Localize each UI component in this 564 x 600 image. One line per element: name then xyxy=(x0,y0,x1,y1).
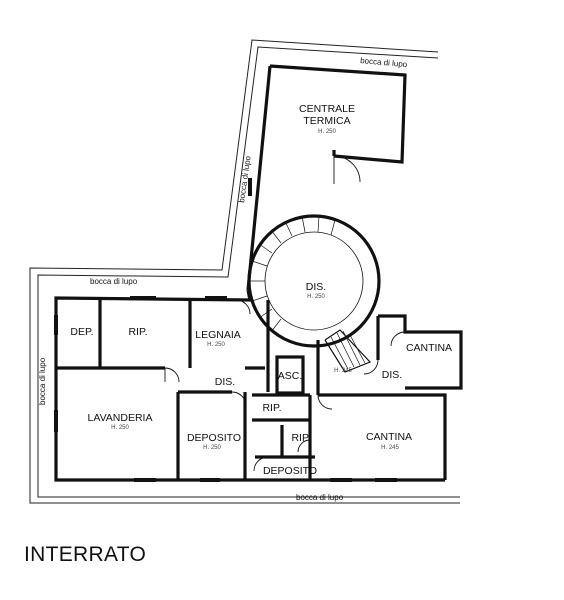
room-labels: CENTRALE TERMICA H. 250 DIS. H. 250 DEP.… xyxy=(70,103,452,477)
deposito-left-label: DEPOSITO xyxy=(187,432,241,444)
outer-boundary xyxy=(29,39,460,504)
cantina-small-label: CANTINA xyxy=(406,342,452,354)
stair-hall xyxy=(247,214,381,373)
rip-mid-label: RIP. xyxy=(262,402,281,414)
dis-stair-height: H. 250 xyxy=(307,294,325,300)
deposito-bottom-label: DEPOSITO xyxy=(263,465,317,477)
floor-caption: INTERRATO xyxy=(24,543,147,566)
h245-mid-label: H. 245 xyxy=(334,368,352,374)
bocca-top-note: bocca di lupo xyxy=(360,56,408,69)
legnaia-label: LEGNAIA xyxy=(195,329,241,341)
rip-small-label: RIP. xyxy=(291,432,310,444)
windows xyxy=(54,178,397,482)
deposito-left-height: H. 250 xyxy=(203,445,221,451)
bocca-bottom-note: bocca di lupo xyxy=(296,493,344,502)
dis-right-label: DIS. xyxy=(382,369,402,381)
door-swings xyxy=(164,155,406,472)
dis-left-label: DIS. xyxy=(215,376,235,388)
bocca-upper-left-note: bocca di lupo xyxy=(90,277,138,286)
lavanderia-height: H. 250 xyxy=(111,425,129,431)
dep-label: DEP. xyxy=(70,326,93,338)
cantina-big-height: H. 245 xyxy=(381,445,399,451)
centrale-termica-height: H. 250 xyxy=(318,129,336,135)
floor-plan: CENTRALE TERMICA H. 250 DIS. H. 250 DEP.… xyxy=(29,39,463,504)
asc-label: ASC. xyxy=(278,370,303,382)
bocca-left-note: bocca di lupo xyxy=(38,357,47,405)
cantina-big-label: CANTINA xyxy=(366,431,412,443)
centrale-termica-label-1: CENTRALE xyxy=(299,103,355,115)
legnaia-height: H. 250 xyxy=(207,342,225,348)
stair-treads xyxy=(249,215,336,333)
lavanderia-label: LAVANDERIA xyxy=(88,412,153,424)
centrale-termica-label-2: TERMICA xyxy=(303,115,350,127)
dis-stair-label: DIS. xyxy=(306,281,326,293)
rip-top-label: RIP. xyxy=(128,326,147,338)
